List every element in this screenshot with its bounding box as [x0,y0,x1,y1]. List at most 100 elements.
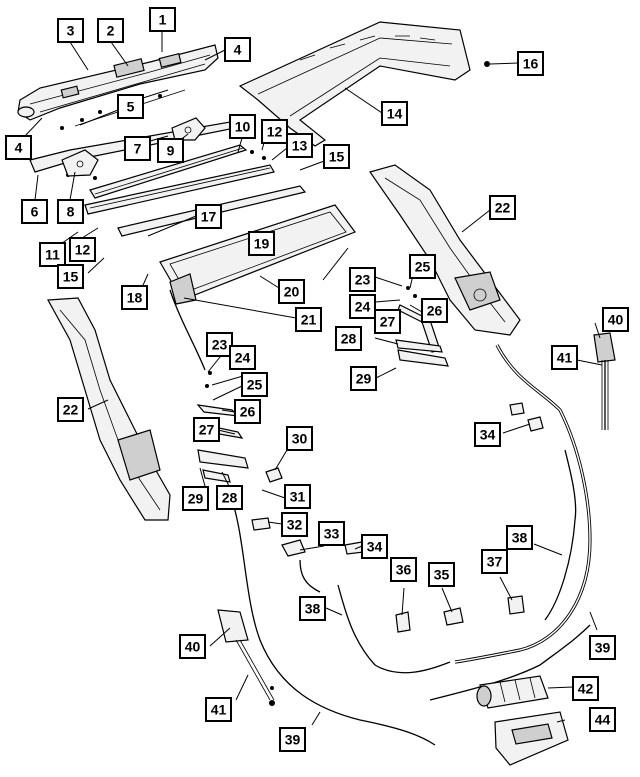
callout-26: 26 [421,298,448,323]
callout-12: 12 [69,237,96,262]
callout-44-text: 44 [595,712,611,728]
callout-23: 23 [206,332,233,357]
callout-5-text: 5 [127,99,135,115]
callout-15: 15 [323,144,350,169]
callout-19: 19 [248,231,275,256]
callout-2: 2 [97,18,124,43]
callout-18-text: 18 [127,290,143,306]
callout-33: 33 [318,521,345,546]
callout-26-text: 26 [427,303,443,319]
hydraulic-strut-right [593,332,616,430]
control-module [494,711,569,766]
callout-12: 12 [261,119,288,144]
callout-27-text: 27 [380,314,396,330]
callout-28: 28 [216,485,243,510]
callout-39: 39 [279,727,306,752]
callout-4: 4 [5,135,32,160]
callout-7-text: 7 [134,141,142,157]
callout-20-text: 20 [284,284,300,300]
callout-24-text: 24 [355,299,371,315]
small-sensors-and-clips [251,402,544,633]
right-side-rail [369,164,521,336]
callout-6: 6 [21,199,48,224]
callout-13-text: 13 [292,138,308,154]
callout-8: 8 [57,199,84,224]
callout-4-text: 4 [15,140,23,156]
callout-14: 14 [381,101,408,126]
callout-11: 11 [39,242,66,267]
callout-34-text: 34 [367,539,383,555]
callout-29: 29 [182,486,209,511]
callout-22-text: 22 [63,402,79,418]
pump-motor [476,675,549,709]
callout-38-text: 38 [512,530,528,546]
callout-34: 34 [361,534,388,559]
callout-41-text: 41 [557,350,573,366]
callout-16-text: 16 [523,56,539,72]
callout-4: 4 [224,37,251,62]
callout-23-text: 23 [212,337,228,353]
callout-20: 20 [278,279,305,304]
callout-18: 18 [121,285,148,310]
callout-26-text: 26 [240,404,256,420]
callout-10: 10 [229,114,256,139]
callout-8-text: 8 [67,204,75,220]
callout-12-text: 12 [75,242,91,258]
callout-32-text: 32 [287,517,303,533]
callout-24: 24 [229,345,256,370]
callout-23-text: 23 [355,272,371,288]
callout-16: 16 [517,51,544,76]
callout-22: 22 [489,195,516,220]
callout-28: 28 [335,326,362,351]
callout-40: 40 [602,307,629,332]
callout-19-text: 19 [254,236,270,252]
callout-27: 27 [374,309,401,334]
callout-39-text: 39 [285,732,301,748]
front-header-bow [17,44,219,121]
callout-5: 5 [117,94,144,119]
callout-labels: 1 2 3 4 4 5 6 7 8 9 10 11 12 12 13 14 15… [5,7,629,752]
callout-38: 38 [506,525,533,550]
callout-1: 1 [149,7,176,32]
callout-42-text: 42 [578,681,594,697]
callout-13: 13 [286,133,313,158]
callout-39: 39 [589,635,616,660]
callout-40-text: 40 [185,639,201,655]
callout-25-text: 25 [247,377,263,393]
callout-17: 17 [195,204,222,229]
callout-12-text: 12 [267,124,283,140]
callout-21: 21 [295,307,322,332]
callout-24: 24 [349,294,376,319]
callout-3-text: 3 [67,23,75,39]
callout-17-text: 17 [201,209,217,225]
callout-40-text: 40 [608,312,624,328]
callout-6-text: 6 [31,204,39,220]
callout-2-text: 2 [107,23,115,39]
wire-harness-right [429,344,592,701]
right-hinge-links [395,286,449,367]
callout-28-text: 28 [341,331,357,347]
callout-23: 23 [349,267,376,292]
callout-31-text: 31 [290,489,306,505]
callout-37-text: 37 [487,554,503,570]
callout-22: 22 [57,397,84,422]
callout-9: 9 [157,138,184,163]
callout-25: 25 [241,372,268,397]
callout-41: 41 [551,345,578,370]
left-side-rail [47,297,171,521]
callout-26: 26 [234,399,261,424]
callout-4-text: 4 [234,42,242,58]
callout-9-text: 9 [167,143,175,159]
callout-34-text: 34 [480,427,496,443]
wire-harness-left [169,289,451,746]
callout-30-text: 30 [292,431,308,447]
callout-11-text: 11 [45,247,60,263]
callout-36-text: 36 [396,562,412,578]
front-weatherstrip [89,144,248,199]
callout-21-text: 21 [301,312,317,328]
callout-15: 15 [57,264,84,289]
callout-15-text: 15 [329,149,345,165]
callout-35-text: 35 [434,567,450,583]
callout-41: 41 [205,697,232,722]
